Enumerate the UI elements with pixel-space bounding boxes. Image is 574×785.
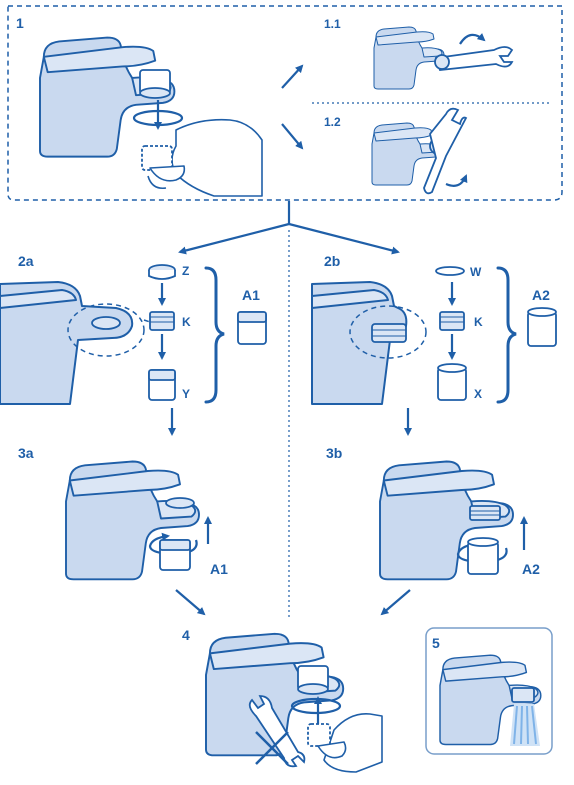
step-label-3b: 3b <box>326 445 342 461</box>
label-a1-top: A1 <box>242 287 260 303</box>
step-1-panel: 1 1.1 1.2 <box>7 5 563 201</box>
tap-step-1-1 <box>373 26 445 90</box>
step-2b-panel: 2b W K X A2 <box>311 253 557 436</box>
label-z: Z <box>182 264 189 278</box>
part-w <box>435 266 465 276</box>
step-label-4: 4 <box>182 627 190 643</box>
aerator-step-5 <box>511 687 535 703</box>
arrow-to-1-2 <box>281 123 304 150</box>
step-3a-panel: 3a A1 <box>18 445 228 616</box>
brace-2a <box>204 266 225 404</box>
tap-outlet-2a <box>91 316 121 330</box>
label-y: Y <box>182 387 190 401</box>
crossed-wrench-icon <box>248 695 306 768</box>
hand-step-1 <box>141 118 263 197</box>
label-k-b: K <box>474 315 483 329</box>
step-2a-panel: 2a Z K Y A1 <box>0 253 267 436</box>
tap-thread-2b <box>371 323 407 343</box>
label-a1-bottom: A1 <box>210 561 228 577</box>
step-label-5: 5 <box>432 635 440 651</box>
aerator-outlet <box>139 87 171 99</box>
brace-2b <box>496 266 517 404</box>
step-1-border <box>7 5 563 201</box>
hand-step-4 <box>307 713 383 773</box>
split-connector <box>178 201 400 620</box>
part-k-b <box>439 311 465 331</box>
rotate-arrow-3b <box>456 540 508 564</box>
label-a2-bottom: A2 <box>522 561 540 577</box>
arrow-3b-4 <box>380 589 411 616</box>
step-label-1: 1 <box>16 15 24 31</box>
step-label-2a: 2a <box>18 253 34 269</box>
arrow-to-2b <box>288 222 400 255</box>
label-w: W <box>470 265 482 279</box>
tap-step-2a <box>0 281 134 405</box>
step-label-3a: 3a <box>18 445 34 461</box>
arrow-3a-4 <box>175 589 206 616</box>
label-k-a: K <box>182 315 191 329</box>
zoom-circle-2b <box>349 305 427 359</box>
rotate-arrow-3a <box>148 532 198 556</box>
step-4-panel: 4 <box>182 627 383 773</box>
step-5-panel: 5 <box>425 627 553 755</box>
water-stream <box>510 704 540 746</box>
label-x: X <box>474 387 482 401</box>
arrow-to-2a <box>178 222 290 255</box>
zoom-circle-2a <box>67 303 145 357</box>
label-a2-top: A2 <box>532 287 550 303</box>
adapter-a2-top <box>527 311 557 347</box>
tap-thread-3b <box>469 505 501 521</box>
aerator-in-hand <box>141 145 173 171</box>
part-k-a <box>149 311 175 331</box>
wrench-step-1-1 <box>434 33 514 71</box>
key-tool-step-1-2 <box>423 107 468 195</box>
step-3b-panel: 3b A2 <box>326 445 540 616</box>
step-label-1-2: 1.2 <box>324 115 341 129</box>
arrow-to-1-1 <box>281 64 304 89</box>
step-label-1-1: 1.1 <box>324 17 341 31</box>
step-label-2b: 2b <box>324 253 340 269</box>
